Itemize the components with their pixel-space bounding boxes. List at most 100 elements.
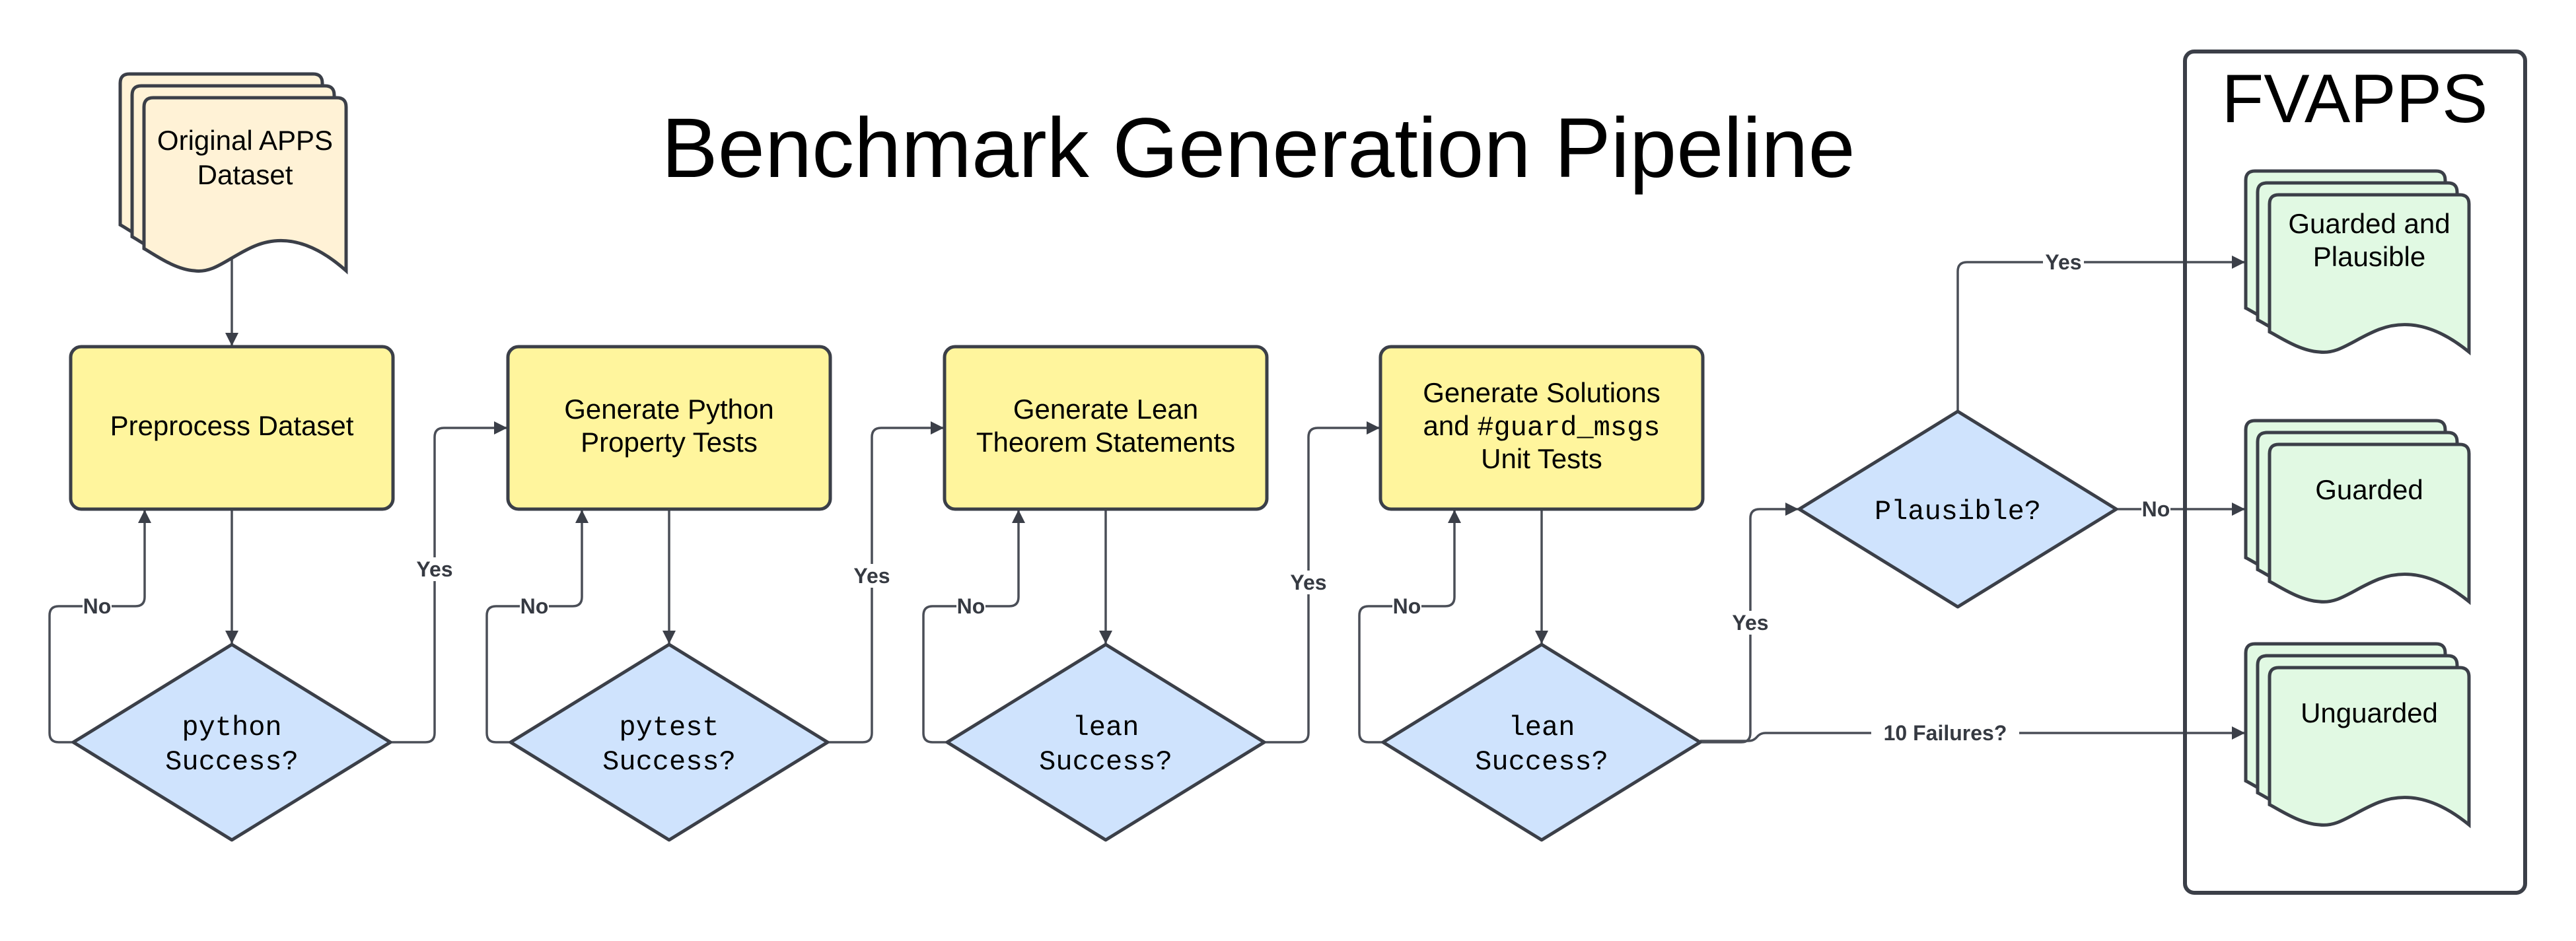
label-line: Dataset xyxy=(197,159,293,190)
no-label: No xyxy=(520,594,549,618)
label-segment: Generate Python xyxy=(564,394,774,425)
label-line: and #guard_msgs xyxy=(1423,410,1661,444)
document-sheet-front xyxy=(2268,193,2471,356)
label-segment: #guard_msgs xyxy=(1477,412,1660,444)
plausible-decision: Plausible? xyxy=(1797,409,2118,609)
label-segment: Generate Lean xyxy=(1013,394,1198,425)
yes-label: Yes xyxy=(416,557,452,581)
label-line: Generate Lean xyxy=(1013,394,1198,425)
edge-no-retry xyxy=(922,510,1025,744)
edge-no-retry xyxy=(485,510,589,744)
yes-label: Yes xyxy=(1290,571,1326,594)
label-segment: Dataset xyxy=(197,159,293,190)
label-segment: pytest xyxy=(619,712,719,744)
edge-label-background xyxy=(1871,721,2019,745)
no-label: No xyxy=(2142,497,2170,521)
edge-label-background xyxy=(956,594,985,618)
label-segment: Success? xyxy=(1475,746,1608,778)
label-line: Success? xyxy=(1475,746,1608,778)
label-segment: lean xyxy=(1073,712,1139,744)
edge-label-background xyxy=(414,557,455,581)
edge-label-background xyxy=(2043,250,2084,274)
label-segment: Generate Solutions xyxy=(1423,377,1661,408)
edge-label-background xyxy=(1288,571,1329,594)
yes-label: Yes xyxy=(1732,611,1768,635)
process-label: Preprocess Dataset xyxy=(110,410,354,441)
output-label: Guarded xyxy=(2315,474,2423,505)
label-line: Property Tests xyxy=(581,427,758,458)
edge-no-retry xyxy=(1358,510,1461,744)
document-sheet-front xyxy=(142,96,348,275)
label-segment: lean xyxy=(1509,712,1575,744)
output-unguarded: Unguarded xyxy=(2244,642,2471,829)
process-box xyxy=(69,345,395,511)
edge-ten-failures xyxy=(1700,726,2245,742)
label-line: Generate Solutions xyxy=(1423,377,1661,408)
label-line: Success? xyxy=(165,746,299,778)
output-guarded: Guarded xyxy=(2244,419,2471,606)
label-segment: Success? xyxy=(602,746,736,778)
edge-label-background xyxy=(1730,611,1771,635)
label-segment: Theorem Statements xyxy=(976,427,1235,458)
label-segment: Preprocess Dataset xyxy=(110,410,354,441)
yes-label: Yes xyxy=(2045,250,2081,274)
label-line: Guarded and xyxy=(2288,208,2450,239)
edge-label-background xyxy=(2141,497,2170,521)
process-box xyxy=(943,345,1269,511)
label-segment: Success? xyxy=(165,746,299,778)
edge-label-background xyxy=(83,594,112,618)
document-sheet-front xyxy=(2268,666,2471,829)
label-segment: Success? xyxy=(1039,746,1172,778)
label-line: Unit Tests xyxy=(1481,443,1602,474)
output-label: Unguarded xyxy=(2301,697,2438,728)
document-sheet-front xyxy=(2268,442,2471,606)
label-line: lean xyxy=(1073,712,1139,744)
label-segment: Unit Tests xyxy=(1481,443,1602,474)
label-line: Original APPS xyxy=(157,125,333,156)
decision-diamond xyxy=(71,643,392,842)
no-label: No xyxy=(1393,594,1421,618)
label-line: python xyxy=(182,712,281,744)
diagram-title: Benchmark Generation Pipeline xyxy=(661,101,1855,195)
label-segment: Original APPS xyxy=(157,125,333,156)
label-segment: Plausible xyxy=(2313,241,2425,272)
label-line: Guarded xyxy=(2315,474,2423,505)
yes-label: Yes xyxy=(853,564,890,588)
label-segment: and xyxy=(1423,410,1478,441)
label-line: Success? xyxy=(602,746,736,778)
label-line: Preprocess Dataset xyxy=(110,410,354,441)
process-box xyxy=(1378,345,1705,511)
label-segment: Guarded and xyxy=(2288,208,2450,239)
decision-diamond xyxy=(1381,643,1702,842)
edge-label-background xyxy=(851,564,892,588)
fvapps-title: FVAPPS xyxy=(2222,61,2488,137)
fvapps-container: FVAPPS xyxy=(2183,50,2527,895)
label-line: Plausible xyxy=(2313,241,2425,272)
process-step-1: Preprocess Dataset xyxy=(69,345,395,511)
label-line: Unguarded xyxy=(2301,697,2438,728)
edge-plausible-yes xyxy=(1956,256,2245,411)
ten-failures-label: 10 Failures? xyxy=(1884,721,2007,745)
plausible-label: Plausible? xyxy=(1875,496,2041,528)
label-segment: Unguarded xyxy=(2301,697,2438,728)
edge-yes-next-stage xyxy=(390,421,507,744)
